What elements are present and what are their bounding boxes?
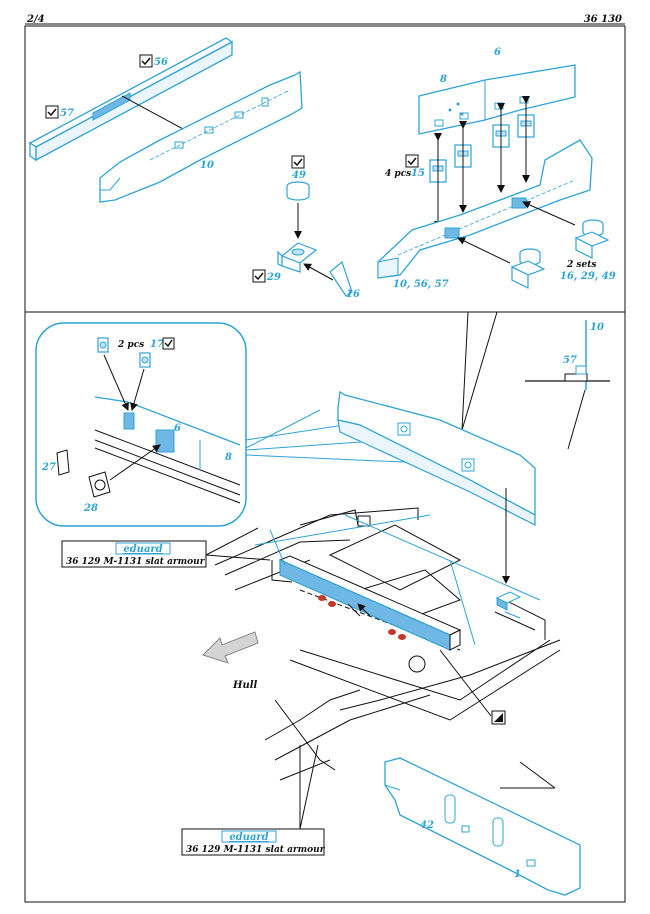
part-42-1-plate <box>384 757 581 896</box>
label-r57: 57 <box>563 355 577 366</box>
leader-line <box>103 354 129 411</box>
label-2sets: 2 sets <box>566 260 596 270</box>
reference-box-1: eduard 36 129 M-1131 slat armour <box>61 540 207 568</box>
reference-text: 36 129 M-1131 slat armour <box>66 557 206 567</box>
label-8: 8 <box>440 74 447 85</box>
part-16-wedge <box>329 260 353 297</box>
part-56-57-installed <box>278 555 462 651</box>
label-d8: 8 <box>225 452 232 463</box>
label-28: 28 <box>83 503 98 514</box>
label-d6: 6 <box>174 423 181 434</box>
detail-inset <box>35 322 247 527</box>
bracket-subassembly <box>510 248 546 289</box>
part-17-fittings <box>97 337 151 368</box>
leader-line <box>357 603 371 617</box>
leader-line <box>519 761 556 789</box>
part-29-bracket <box>277 242 318 273</box>
part-10-side-plate <box>99 70 303 203</box>
bracket-subassembly <box>574 219 610 259</box>
step-b-frame <box>24 311 626 903</box>
label-42: 42 <box>420 820 434 831</box>
part-28-plate <box>88 471 111 498</box>
leader-line <box>130 368 145 411</box>
brand-logo: eduard <box>123 544 162 555</box>
leader-line <box>439 649 492 717</box>
label-6: 6 <box>494 47 501 58</box>
label-56: 56 <box>154 57 168 68</box>
checkmark-icon <box>291 155 305 169</box>
label-29: 29 <box>266 272 281 283</box>
label-2pcs: 2 pcs <box>117 340 144 350</box>
label-1: 1 <box>514 869 521 880</box>
reference-box-2: eduard 36 129 M-1131 slat armour <box>181 828 326 856</box>
bend-icon <box>491 710 506 725</box>
brand-logo: eduard <box>229 832 268 843</box>
label-17: 17 <box>150 339 164 350</box>
mini-detail <box>525 320 610 450</box>
alignment-lines <box>254 514 541 646</box>
checkmark-icon <box>45 105 59 119</box>
label-10-56-57: 10, 56, 57 <box>393 279 449 290</box>
label-4pcs: 4 pcs <box>385 169 411 179</box>
part-27-plate <box>56 449 70 476</box>
label-16-29-49: 16, 29, 49 <box>560 271 616 282</box>
label-r10: 10 <box>590 322 604 333</box>
leader-line <box>347 603 361 617</box>
hidden-line <box>299 589 461 651</box>
locator-marks <box>318 595 406 640</box>
callout-line <box>461 311 498 431</box>
leader-line <box>303 263 334 281</box>
page-number: 2/4 <box>27 14 45 25</box>
assembled-side-plate <box>337 390 536 526</box>
checkmark-icon <box>252 269 266 283</box>
part-10-56-57-assembly <box>377 139 593 279</box>
label-10: 10 <box>200 160 214 171</box>
kit-code: 36 130 <box>583 14 622 25</box>
label-15: 15 <box>411 168 425 179</box>
callout-line <box>461 311 469 431</box>
leader-line <box>205 554 271 561</box>
leader-line <box>299 744 319 830</box>
checkmark-icon <box>139 54 153 68</box>
leader-line <box>109 444 161 481</box>
checkmark-icon <box>162 337 175 350</box>
label-hull: Hull <box>232 680 258 691</box>
callout-line <box>504 611 521 619</box>
reference-text: 36 129 M-1131 slat armour <box>186 845 326 855</box>
direction-arrow-icon <box>202 631 259 664</box>
double-arrows <box>434 96 530 229</box>
label-27: 27 <box>41 462 56 473</box>
part-49-cap <box>286 181 310 201</box>
part-56-mount <box>495 591 522 611</box>
label-57: 57 <box>60 108 74 119</box>
checkmark-icon <box>405 154 419 168</box>
leader-line <box>205 527 259 556</box>
leader-line <box>522 201 576 226</box>
label-49: 49 <box>292 170 306 181</box>
label-16: 16 <box>346 289 360 300</box>
leader-line <box>457 237 511 264</box>
hull-frame <box>214 507 561 781</box>
